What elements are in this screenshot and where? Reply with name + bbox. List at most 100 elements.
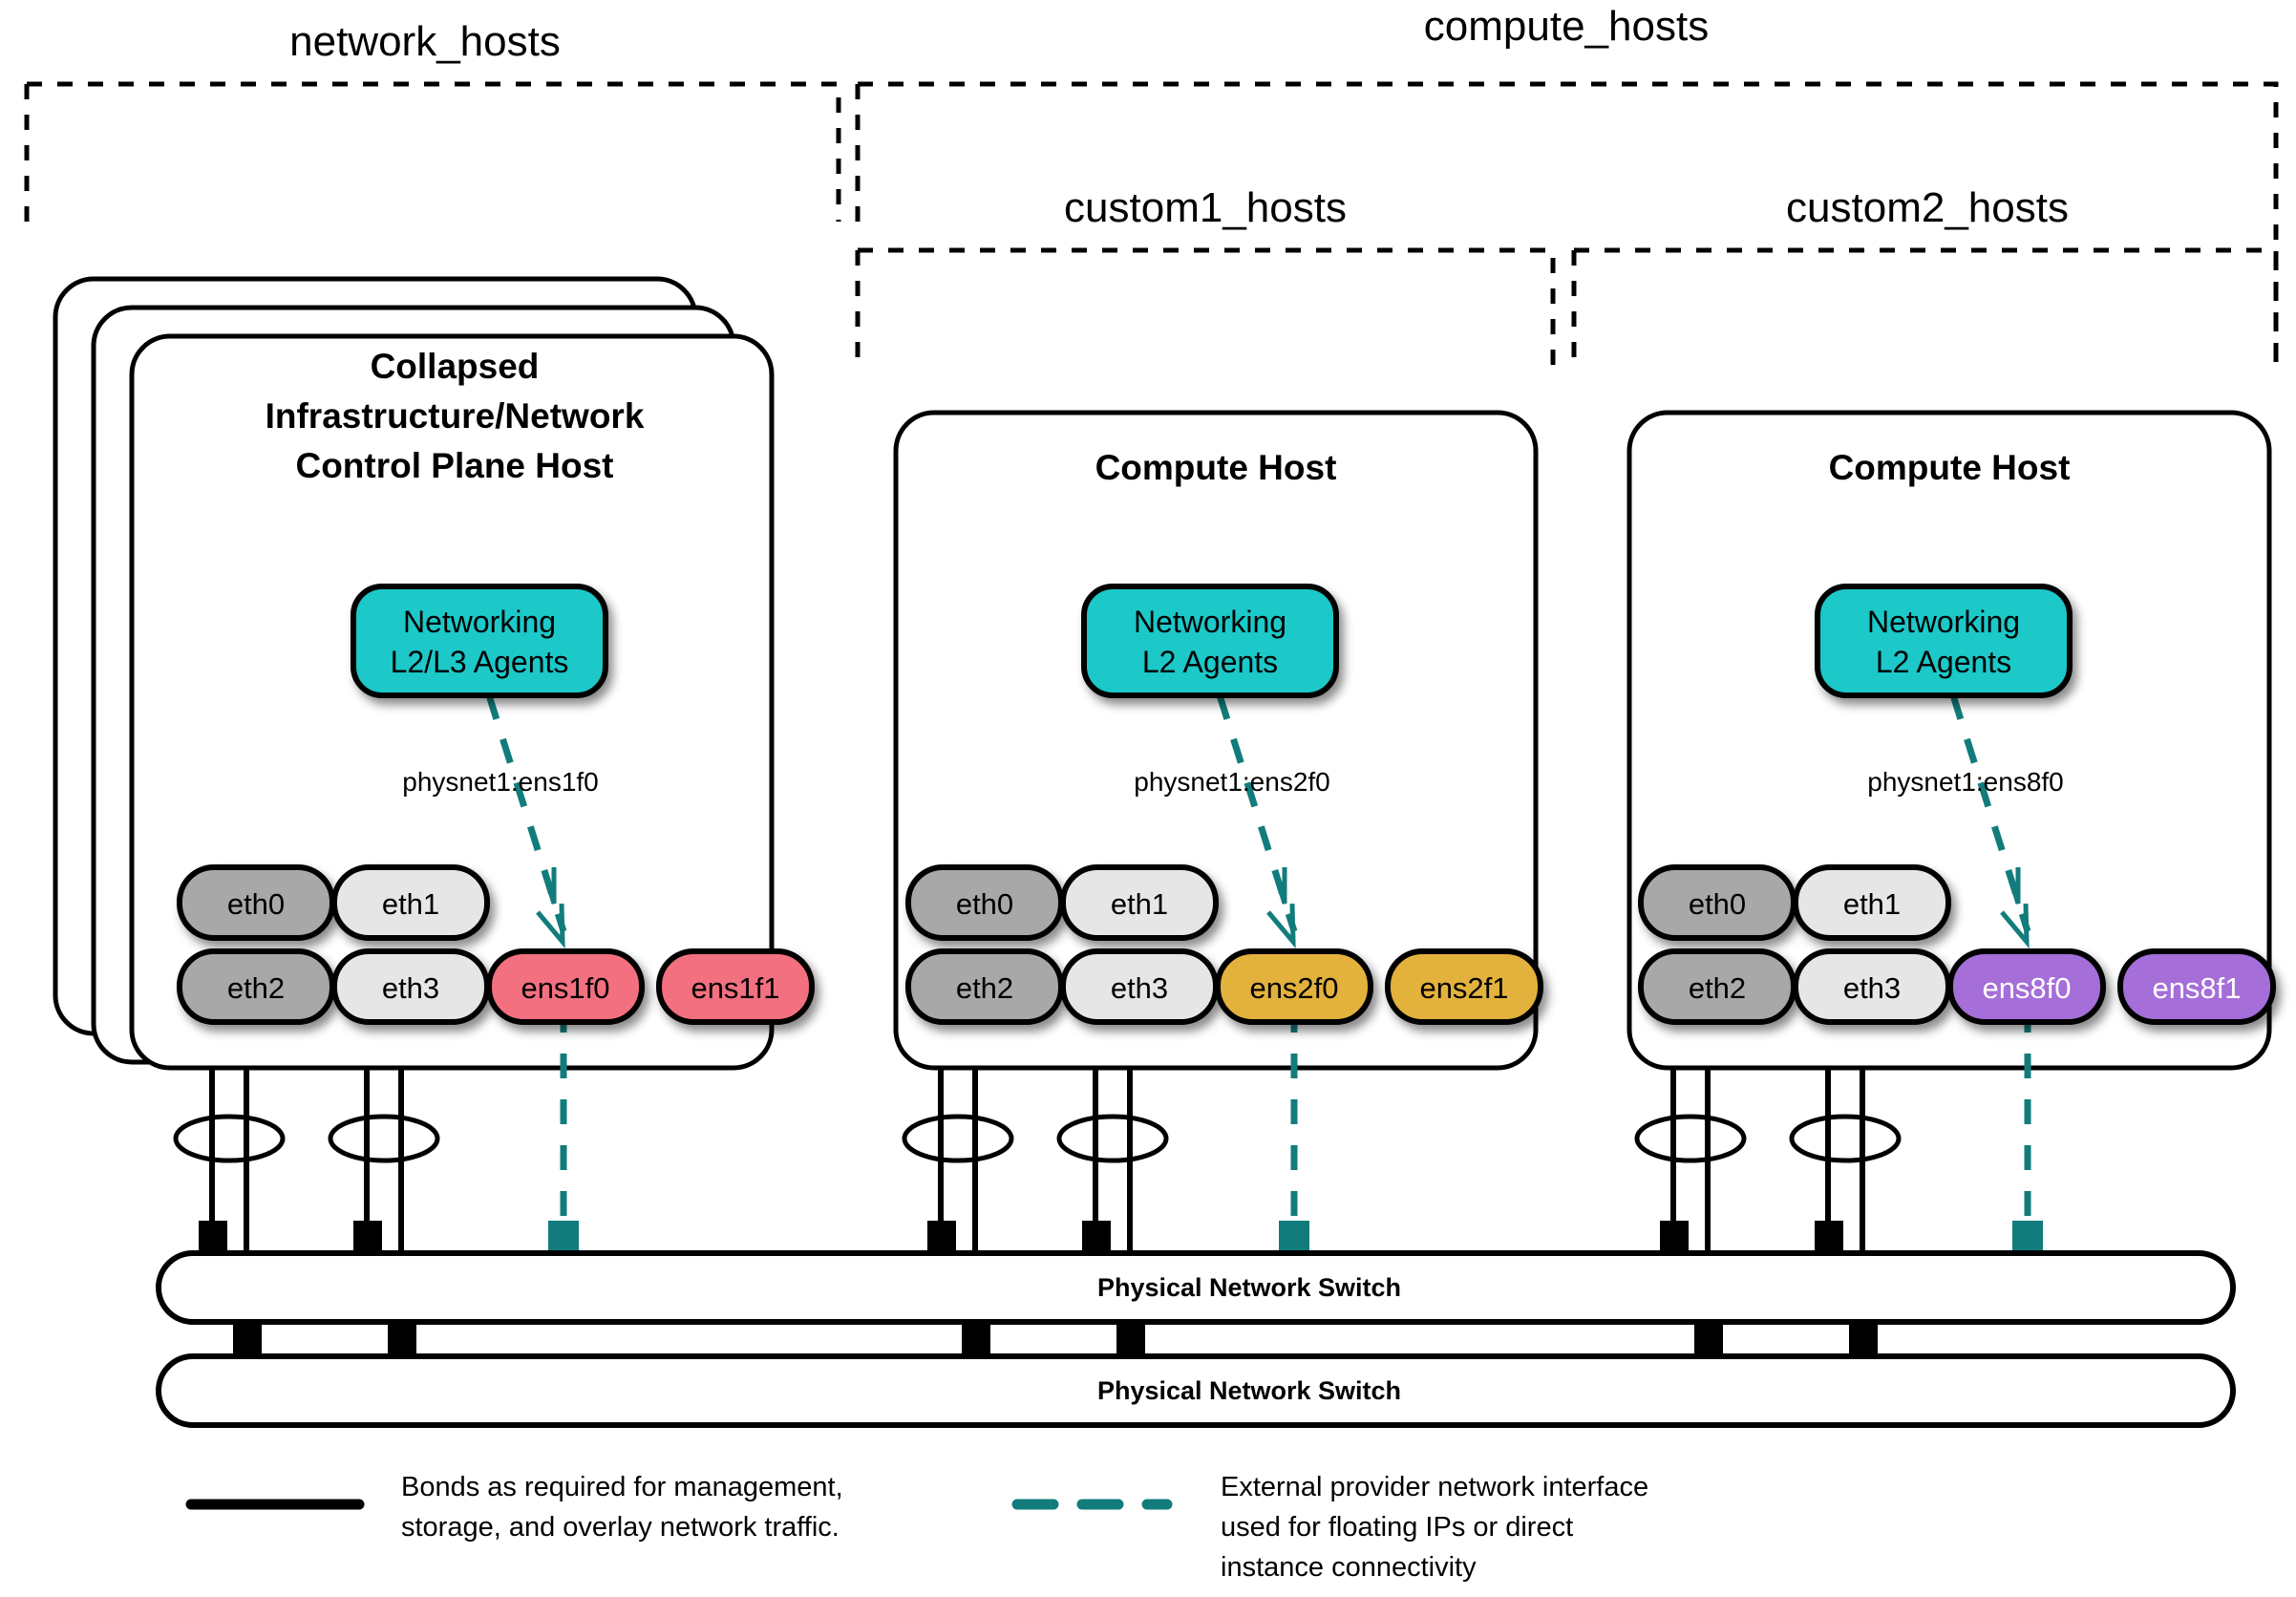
host-title-line: Compute Host <box>1829 448 2071 487</box>
nic-pill[interactable] <box>1385 948 1543 1025</box>
nic-eth2-host-1[interactable]: eth2 <box>177 948 335 1025</box>
nic-group-host-3: eth0 eth1 eth2 eth3 ens8f0 ens8f1 <box>1638 864 2276 1025</box>
agent-box[interactable] <box>351 584 608 698</box>
nic-label: ens1f1 <box>691 971 779 1005</box>
bond-ellipse <box>173 1114 286 1163</box>
nic-label: eth0 <box>1689 887 1746 921</box>
agent-label-line: L2 Agents <box>1876 645 2011 679</box>
host-title-line: Control Plane Host <box>295 446 613 485</box>
nic-eth2-host-2[interactable]: eth2 <box>905 948 1064 1025</box>
provider-arrowhead-icon <box>1266 903 1296 949</box>
nic-ens1f1-host-1[interactable]: ens1f1 <box>656 948 815 1025</box>
switch-port <box>927 1221 956 1253</box>
nic-label: eth3 <box>1843 971 1901 1005</box>
switch-port <box>233 1324 262 1356</box>
provider-link-host-2 <box>1216 693 1309 1253</box>
nic-eth3-host-2[interactable]: eth3 <box>1060 948 1219 1025</box>
group-box-network-hosts <box>24 81 841 222</box>
nic-group-host-2: eth0 eth1 eth2 eth3 ens2f0 ens2f1 <box>905 864 1543 1025</box>
nic-eth0-host-2[interactable]: eth0 <box>905 864 1064 941</box>
switch-port <box>1116 1324 1145 1356</box>
group-box-custom2-hosts <box>1571 247 2279 373</box>
group-label-network-hosts: network_hosts <box>289 18 561 65</box>
agent-node-host-2[interactable]: Networking L2 Agents <box>1081 584 1339 698</box>
nic-pill[interactable] <box>1215 948 1373 1025</box>
switch-ports-top <box>199 1221 1843 1253</box>
nic-eth2-host-3[interactable]: eth2 <box>1638 948 1796 1025</box>
nic-ens8f1-host-3[interactable]: ens8f1 <box>2117 948 2276 1025</box>
agent-node-host-3[interactable]: Networking L2 Agents <box>1815 584 2073 698</box>
nic-label: eth2 <box>227 971 285 1005</box>
nic-ens2f0-host-2[interactable]: ens2f0 <box>1215 948 1373 1025</box>
bond-ellipse <box>328 1114 440 1163</box>
group-custom1-hosts: custom1_hosts <box>855 184 1556 373</box>
bond-ellipse <box>1789 1114 1902 1163</box>
switch-label: Physical Network Switch <box>1097 1273 1401 1302</box>
nic-pill[interactable] <box>1947 948 2106 1025</box>
agent-box[interactable] <box>1815 584 2073 698</box>
group-label-custom1-hosts: custom1_hosts <box>1064 184 1347 231</box>
group-network-hosts: network_hosts <box>24 18 841 222</box>
agent-label-line: L2/L3 Agents <box>391 645 569 679</box>
nic-ens2f1-host-2[interactable]: ens2f1 <box>1385 948 1543 1025</box>
legend-bonds: Bonds as required for management, storag… <box>185 1472 843 1543</box>
switch-body[interactable] <box>156 1250 2236 1325</box>
nic-eth3-host-3[interactable]: eth3 <box>1793 948 1951 1025</box>
nic-label: eth1 <box>382 887 439 921</box>
switch-port <box>1694 1324 1723 1356</box>
nic-label: eth2 <box>956 971 1013 1005</box>
nic-eth3-host-1[interactable]: eth3 <box>331 948 490 1025</box>
legend-provider: External provider network interface used… <box>1011 1472 1648 1583</box>
nic-eth1-host-2[interactable]: eth1 <box>1060 864 1219 941</box>
provider-arrowhead-icon <box>536 903 565 949</box>
provider-link-host-3 <box>1949 693 2043 1253</box>
nic-pill[interactable] <box>2117 948 2276 1025</box>
group-label-custom2-hosts: custom2_hosts <box>1786 184 2069 231</box>
nic-eth1-host-3[interactable]: eth1 <box>1793 864 1951 941</box>
group-label-compute-hosts: compute_hosts <box>1424 3 1709 50</box>
nic-ens1f0-host-1[interactable]: ens1f0 <box>486 948 645 1025</box>
nic-label: ens2f1 <box>1419 971 1508 1005</box>
switch-label: Physical Network Switch <box>1097 1376 1401 1405</box>
nic-label: eth3 <box>1111 971 1168 1005</box>
nic-label: eth0 <box>227 887 285 921</box>
legend-text-line: Bonds as required for management, <box>401 1472 843 1502</box>
nic-label: ens8f0 <box>1982 971 2071 1005</box>
switch-port <box>1660 1221 1689 1253</box>
provider-arrowhead-icon <box>542 867 557 905</box>
agent-label-line: Networking <box>1867 605 2020 639</box>
nic-label: eth1 <box>1111 887 1168 921</box>
provider-arrowhead-icon <box>1273 867 1287 905</box>
agent-box[interactable] <box>1081 584 1339 698</box>
agent-label-line: L2 Agents <box>1142 645 1278 679</box>
physnet-label-host-3: physnet1:ens8f0 <box>1867 767 2064 797</box>
provider-switch-port <box>548 1221 579 1253</box>
physnet-label-host-1: physnet1:ens1f0 <box>402 767 599 797</box>
switch-top[interactable]: Physical Network Switch <box>156 1250 2236 1325</box>
nic-pill[interactable] <box>331 864 490 941</box>
legend-text-line: used for floating IPs or direct <box>1221 1512 1573 1543</box>
nic-eth0-host-3[interactable]: eth0 <box>1638 864 1796 941</box>
nic-pill[interactable] <box>486 948 645 1025</box>
host-title-line: Collapsed <box>371 347 540 386</box>
host-title-line: Compute Host <box>1095 448 1337 487</box>
provider-link-host-1 <box>485 693 579 1253</box>
switch-bottom[interactable]: Physical Network Switch <box>156 1353 2236 1428</box>
switch-body[interactable] <box>156 1353 2236 1428</box>
group-box-compute-hosts <box>855 81 2279 373</box>
agent-node-host-1[interactable]: Networking L2/L3 Agents <box>351 584 608 698</box>
nic-pill[interactable] <box>656 948 815 1025</box>
provider-arrowhead-icon <box>2000 903 2030 949</box>
nic-eth0-host-1[interactable]: eth0 <box>177 864 335 941</box>
nic-group-host-1: eth0 eth1 eth2 eth3 ens1f0 ens1f1 <box>177 864 815 1025</box>
physnet-label-host-2: physnet1:ens2f0 <box>1134 767 1330 797</box>
nic-ens8f0-host-3[interactable]: ens8f0 <box>1947 948 2106 1025</box>
switch-ports-bottom <box>233 1324 1878 1356</box>
switch-port <box>1082 1221 1111 1253</box>
nic-pill[interactable] <box>1060 864 1219 941</box>
legend-text-line: External provider network interface <box>1221 1472 1648 1502</box>
provider-switch-port <box>2012 1221 2043 1253</box>
nic-pill[interactable] <box>1793 864 1951 941</box>
nic-eth1-host-1[interactable]: eth1 <box>331 864 490 941</box>
switch-port <box>199 1221 227 1253</box>
